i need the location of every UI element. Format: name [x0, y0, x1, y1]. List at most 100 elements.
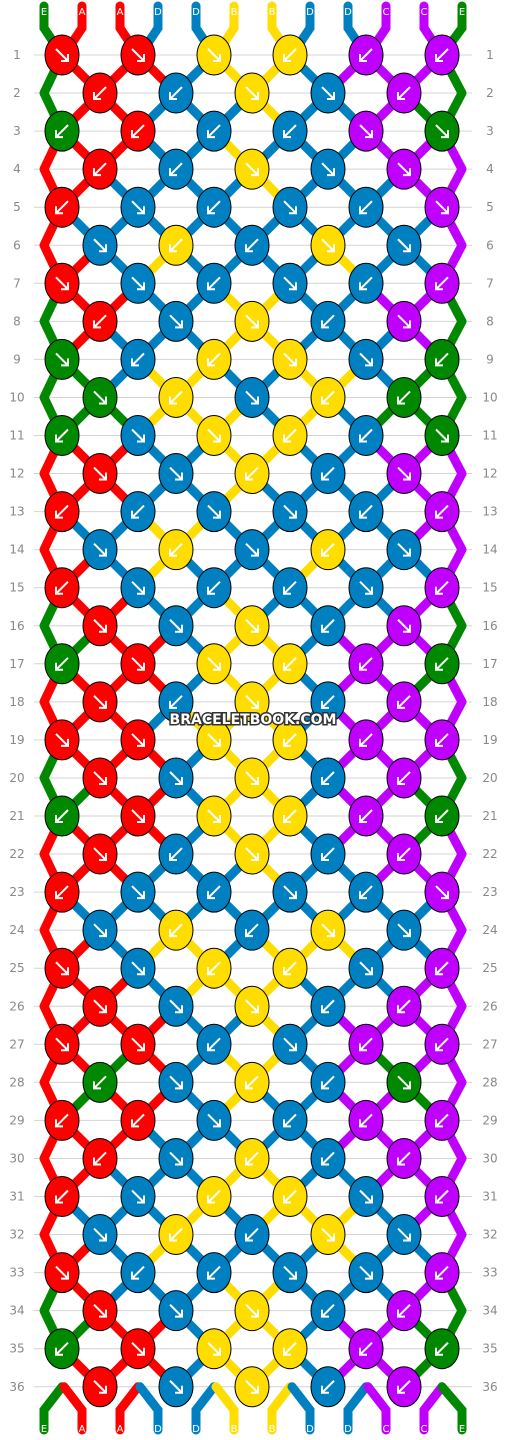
- knot: [158, 1214, 194, 1256]
- arrow-down-left-icon: [245, 1075, 259, 1090]
- arrow-down-left-icon: [131, 1113, 145, 1128]
- arrow-down-left-icon: [359, 657, 373, 671]
- arrow-down-right-icon: [359, 580, 373, 595]
- knot: [272, 871, 308, 913]
- knot: [44, 947, 80, 989]
- string-label-top: B: [269, 7, 276, 18]
- knot: [158, 1137, 194, 1179]
- row-label-left: 2: [13, 86, 21, 100]
- knot: [44, 338, 80, 380]
- arrow-down-left-icon: [207, 124, 221, 139]
- arrow-down-right-icon: [283, 885, 297, 900]
- row-label-right: 2: [486, 86, 494, 100]
- arrow-down-left-icon: [321, 999, 335, 1014]
- arrow-down-left-icon: [283, 124, 297, 139]
- string-label-top: C: [421, 7, 428, 18]
- knot: [234, 757, 270, 799]
- arrow-down-left-icon: [207, 580, 221, 595]
- knot: [158, 1061, 194, 1103]
- knot: [120, 491, 156, 533]
- arrow-down-right-icon: [245, 162, 259, 177]
- knot: [386, 681, 422, 723]
- knot: [348, 110, 384, 152]
- arrow-down-right-icon: [93, 923, 107, 938]
- knot: [196, 34, 232, 76]
- arrow-down-right-icon: [169, 1380, 183, 1394]
- row-label-right: 22: [482, 847, 497, 861]
- arrow-down-left-icon: [321, 847, 335, 862]
- arrow-down-left-icon: [93, 314, 107, 329]
- row-label-right: 21: [482, 809, 497, 823]
- arrow-down-right-icon: [207, 1113, 221, 1128]
- knot: [386, 376, 422, 418]
- arrow-down-right-icon: [207, 733, 221, 747]
- arrow-down-right-icon: [435, 428, 449, 443]
- knot: [196, 947, 232, 989]
- row-label-left: 30: [9, 1151, 24, 1165]
- arrow-down-left-icon: [435, 657, 449, 671]
- arrow-down-right-icon: [245, 542, 259, 557]
- arrow-down-right-icon: [169, 999, 183, 1014]
- knot: [310, 1214, 346, 1256]
- arrow-down-left-icon: [169, 238, 183, 253]
- row-label-right: 32: [482, 1228, 497, 1242]
- knot: [348, 415, 384, 456]
- arrow-down-left-icon: [321, 619, 335, 633]
- arrow-down-right-icon: [93, 238, 107, 253]
- row-label-right: 1: [486, 48, 494, 62]
- row-label-right: 34: [482, 1304, 497, 1318]
- arrow-down-left-icon: [359, 809, 373, 823]
- knot: [82, 605, 118, 647]
- knot: [310, 300, 346, 342]
- string-tail-bottom: [267, 1382, 295, 1435]
- arrow-down-left-icon: [245, 923, 259, 938]
- knot: [82, 757, 118, 799]
- arrow-down-left-icon: [131, 124, 145, 139]
- arrow-down-left-icon: [169, 923, 183, 938]
- arrow-down-left-icon: [435, 809, 449, 823]
- arrow-down-left-icon: [321, 1075, 335, 1090]
- string-label-top: E: [459, 7, 465, 18]
- knot: [120, 110, 156, 152]
- row-label-right: 10: [482, 390, 497, 404]
- knot: [120, 34, 156, 76]
- knot: [82, 1137, 118, 1179]
- knot: [120, 1252, 156, 1294]
- knot: [424, 719, 460, 761]
- arrow-down-right-icon: [131, 276, 145, 291]
- arrow-down-left-icon: [169, 847, 183, 862]
- knot: [196, 1252, 232, 1294]
- knot: [120, 1176, 156, 1217]
- knot: [424, 1252, 460, 1294]
- knot: [158, 376, 194, 418]
- knot: [44, 1099, 80, 1141]
- knot: [272, 643, 308, 685]
- knot: [310, 529, 346, 571]
- knot: [424, 110, 460, 152]
- knot: [158, 833, 194, 875]
- arrow-down-right-icon: [131, 1037, 145, 1052]
- knot: [272, 947, 308, 989]
- row-label-left: 9: [13, 352, 21, 366]
- watermark: BRACELETBOOK.COM: [170, 712, 337, 728]
- arrow-down-left-icon: [245, 466, 259, 481]
- arrow-down-right-icon: [207, 1341, 221, 1356]
- arrow-down-left-icon: [93, 162, 107, 177]
- row-label-left: 27: [9, 1037, 24, 1051]
- row-label-left: 19: [9, 733, 24, 747]
- arrow-down-right-icon: [131, 961, 145, 976]
- knot: [424, 491, 460, 533]
- knot: [272, 262, 308, 304]
- arrow-down-right-icon: [55, 48, 69, 62]
- arrow-down-left-icon: [359, 504, 373, 519]
- arrow-down-right-icon: [283, 1037, 297, 1052]
- knot: [310, 833, 346, 875]
- knot: [44, 795, 80, 837]
- arrow-down-right-icon: [55, 733, 69, 747]
- row-label-left: 35: [9, 1342, 24, 1356]
- arrow-down-right-icon: [55, 276, 69, 291]
- arrow-down-left-icon: [55, 580, 69, 595]
- knot: [310, 985, 346, 1027]
- arrow-down-left-icon: [321, 1151, 335, 1166]
- knot: [234, 681, 270, 723]
